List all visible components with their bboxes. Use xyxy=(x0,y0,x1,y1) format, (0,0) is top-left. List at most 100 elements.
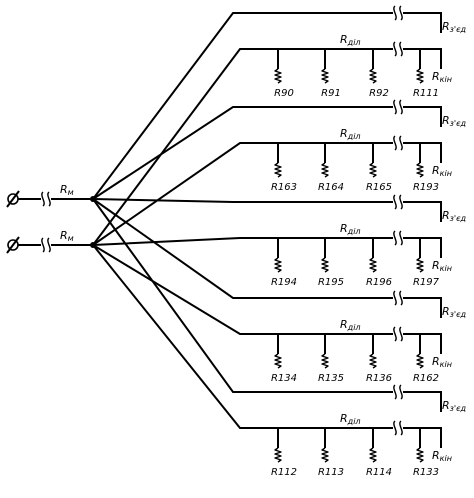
group-5-resistor-3 xyxy=(369,447,377,463)
group-2-divider-break xyxy=(393,135,403,151)
group-1-divider-break-gap xyxy=(393,47,403,51)
group-4-resistor-3 xyxy=(369,353,377,369)
group-3-connector-label-letter: R xyxy=(442,209,450,222)
group-1-resistor-1 xyxy=(274,68,282,84)
group-4-divider-label-letter: R xyxy=(340,318,348,331)
group-4-connector-label-subscript: з'єд xyxy=(450,310,467,319)
group-4-connector-label: Rз'єд xyxy=(442,305,467,319)
group-2-connector-break-gap xyxy=(393,105,403,109)
group-3-divider-label: Rділ xyxy=(340,222,361,236)
group-1-end-label-letter: R xyxy=(432,70,440,83)
group-2-resistor-2 xyxy=(321,162,329,178)
group-3-divider-break xyxy=(393,230,403,246)
group-3-divider-break-gap xyxy=(393,236,403,240)
group-5-connector-label: Rз'єд xyxy=(442,399,467,413)
group-4-end-label: Rкін xyxy=(432,355,452,369)
group-5-connector-break xyxy=(393,384,403,400)
group-3-resistor-label-3: R196 xyxy=(366,277,392,288)
group-2-end-label-letter: R xyxy=(432,164,440,177)
group-2-end-label: Rкін xyxy=(432,164,452,178)
group-4-feed-wire xyxy=(92,244,278,335)
group-4-end-label-subscript: кін xyxy=(440,360,452,369)
group-3-end-label: Rкін xyxy=(432,259,452,273)
group-1-resistor-4 xyxy=(416,68,424,84)
group-5-resistor-1 xyxy=(274,447,282,463)
group-5-resistor-label-4: R133 xyxy=(413,467,439,478)
group-1-feed-wire xyxy=(92,48,278,246)
group-3-resistor-2 xyxy=(321,257,329,273)
group-1-connector-break-gap xyxy=(393,11,403,15)
components xyxy=(6,5,424,463)
group-1-resistor-label-2: R91 xyxy=(321,88,341,99)
group-2-resistor-4 xyxy=(416,162,424,178)
group-3-divider-wire xyxy=(277,237,442,258)
group-2-resistor-label-3: R165 xyxy=(366,182,392,193)
group-3-end-label-letter: R xyxy=(432,259,440,272)
input-break-2-gap xyxy=(41,243,51,247)
group-5-divider-wire xyxy=(277,427,442,448)
group-4-divider-break xyxy=(393,326,403,342)
group-5-divider-break xyxy=(393,420,403,436)
input-resistor-label-2: Rм xyxy=(60,229,74,243)
group-5-resistor-label-2: R113 xyxy=(318,467,344,478)
input-resistor-label-1-letter: R xyxy=(60,183,68,196)
group-4-connector-break xyxy=(393,290,403,306)
group-1-resistor-label-3: R92 xyxy=(369,88,389,99)
group-3-connector-label-subscript: з'єд xyxy=(450,214,467,223)
group-1-end-label: Rкін xyxy=(432,70,452,84)
input-resistor-label-2-letter: R xyxy=(60,229,68,242)
group-2-feed-wire xyxy=(92,142,278,246)
group-2-connector-label-letter: R xyxy=(442,114,450,127)
group-1-divider-label-letter: R xyxy=(340,33,348,46)
group-1-divider-wire xyxy=(277,48,442,69)
group-3-connector-label: Rз'єд xyxy=(442,209,467,223)
group-3-resistor-label-4: R197 xyxy=(413,277,440,288)
group-4-resistor-label-3: R136 xyxy=(366,373,392,384)
group-4-resistor-label-4: R162 xyxy=(413,373,439,384)
group-2-end-label-subscript: кін xyxy=(440,169,452,178)
group-2-divider-label: Rділ xyxy=(340,127,361,141)
group-5-connector-label-subscript: з'єд xyxy=(450,404,467,413)
group-2-divider-break-gap xyxy=(393,141,403,145)
input-slash-1 xyxy=(6,190,20,208)
group-2-connector-break xyxy=(393,99,403,115)
group-5-connector-label-letter: R xyxy=(442,399,450,412)
group-4-end-label-letter: R xyxy=(432,355,440,368)
group-1-connector-break xyxy=(393,5,403,21)
group-4-divider-label: Rділ xyxy=(340,318,361,332)
group-4-divider-label-subscript: діл xyxy=(347,323,361,332)
group-4-divider-break-gap xyxy=(393,332,403,336)
input-break-1 xyxy=(41,191,51,207)
group-1-divider-break xyxy=(393,41,403,57)
bus-node-1 xyxy=(90,196,96,202)
input-break-1-gap xyxy=(41,197,51,201)
group-5-resistor-label-1: R112 xyxy=(271,467,297,478)
group-1-divider-label-subscript: діл xyxy=(347,38,361,47)
group-2-resistor-label-1: R163 xyxy=(271,182,297,193)
group-3-connector-wire xyxy=(92,198,442,222)
group-3-feed-wire xyxy=(92,237,278,246)
group-1-resistor-label-1: R90 xyxy=(274,88,294,99)
group-2-connector-label: Rз'єд xyxy=(442,114,467,128)
group-3-resistor-label-2: R195 xyxy=(318,277,344,288)
input-resistor-label-2-subscript: м xyxy=(68,234,74,243)
group-2-divider-label-letter: R xyxy=(340,127,348,140)
group-2-connector-label-subscript: з'єд xyxy=(450,119,467,128)
group-1-divider-label: Rділ xyxy=(340,33,361,47)
group-4-connector-wire xyxy=(92,198,442,318)
group-5-resistor-label-3: R114 xyxy=(366,467,392,478)
group-3-resistor-label-1: R194 xyxy=(271,277,297,288)
group-4-connector-label-letter: R xyxy=(442,305,450,318)
group-1-connector-label-subscript: з'єд xyxy=(450,25,467,34)
group-4-resistor-2 xyxy=(321,353,329,369)
group-5-resistor-2 xyxy=(321,447,329,463)
group-1-end-label-subscript: кін xyxy=(440,75,452,84)
group-3-connector-break-gap xyxy=(393,200,403,204)
group-4-resistor-4 xyxy=(416,353,424,369)
group-2-resistor-1 xyxy=(274,162,282,178)
group-4-resistor-label-2: R135 xyxy=(318,373,344,384)
group-2-resistor-3 xyxy=(369,162,377,178)
bus-node-2 xyxy=(90,242,96,248)
